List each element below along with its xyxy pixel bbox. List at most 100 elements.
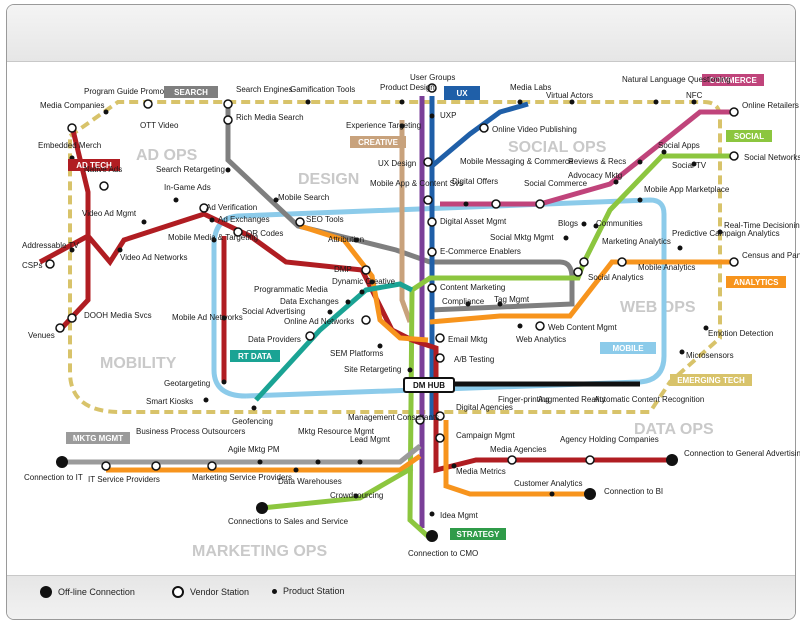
station-ad-exchanges[interactable] [209, 217, 215, 223]
station-sem-platforms[interactable] [377, 343, 383, 349]
station-uxp[interactable] [429, 113, 435, 119]
dm-hub[interactable] [403, 377, 455, 393]
station-seo-tools[interactable] [295, 217, 305, 227]
station-census-panel-data[interactable] [729, 257, 739, 267]
station-mktg-resource-mgmt[interactable] [315, 459, 321, 465]
station-online-retailers[interactable] [729, 107, 739, 117]
station-social-networks[interactable] [729, 151, 739, 161]
station-dooh-media-svcs[interactable] [67, 313, 77, 323]
station-dynamic-creative[interactable] [369, 279, 375, 285]
station-in-game-ads[interactable] [173, 197, 179, 203]
station-csps[interactable] [45, 259, 55, 269]
station-compliance[interactable] [465, 301, 471, 307]
station-social-tv[interactable] [691, 161, 697, 167]
station-search-retargeting[interactable] [225, 167, 231, 173]
station-social-commerce[interactable] [535, 199, 545, 209]
station-microsensors[interactable] [679, 349, 685, 355]
station-digital-agencies[interactable] [435, 411, 445, 421]
station-blogs[interactable] [581, 221, 587, 227]
station-dmp[interactable] [361, 265, 371, 275]
station-email-mktg[interactable] [435, 333, 445, 343]
station-data-providers[interactable] [305, 331, 315, 341]
offline-connection-general-advertising[interactable] [666, 454, 678, 466]
station-geofencing[interactable] [251, 405, 257, 411]
station-real-time-decisioning[interactable] [717, 229, 723, 235]
station-social-apps[interactable] [661, 149, 667, 155]
station-product-design[interactable] [399, 99, 405, 105]
station-geotargeting[interactable] [221, 379, 227, 385]
station-addressable-tv[interactable] [69, 247, 75, 253]
offline-connection-sales-service[interactable] [256, 502, 268, 514]
station-rich-media-search[interactable] [223, 115, 233, 125]
station-online-video-publishing[interactable] [479, 123, 489, 133]
station-digital-offers[interactable] [463, 201, 469, 207]
station-program-guide-promo[interactable] [103, 109, 109, 115]
station-ux-design[interactable] [423, 157, 433, 167]
station-reviews-recs[interactable] [637, 159, 643, 165]
station-qr-codes[interactable] [233, 227, 243, 237]
station-agile-mktg-pm[interactable] [257, 459, 263, 465]
station-experience-targeting[interactable] [399, 123, 405, 129]
station-venues[interactable] [55, 323, 65, 333]
station-social-mktg-mgmt[interactable] [563, 235, 569, 241]
station-media-metrics[interactable] [451, 463, 457, 469]
station-agency-holding-companies[interactable] [585, 455, 595, 465]
station-tag-mgmt[interactable] [497, 301, 503, 307]
station-smart-kiosks[interactable] [203, 397, 209, 403]
station-mobile-app-marketplace[interactable] [637, 197, 643, 203]
station-ott-video[interactable] [143, 99, 153, 109]
station-automatic-content-recognition[interactable] [623, 381, 629, 387]
station-fingerprinting[interactable] [509, 381, 515, 387]
station-data-warehouses[interactable] [293, 467, 299, 473]
station-ad-verification[interactable] [199, 203, 209, 213]
station-social-advertising[interactable] [327, 309, 333, 315]
station-augmented-reality[interactable] [553, 381, 559, 387]
station-marketing-analytics[interactable] [579, 257, 589, 267]
station-social-analytics[interactable] [573, 267, 583, 277]
station-mobile-app-content-svs[interactable] [423, 195, 433, 205]
station-nfc[interactable] [691, 99, 697, 105]
station-management-consultants[interactable] [415, 415, 425, 425]
station-digital-asset-mgmt[interactable] [427, 217, 437, 227]
station-web-content-mgmt[interactable] [535, 321, 545, 331]
station-mobile-ad-networks[interactable] [221, 315, 227, 321]
station-mobile-messaging-commerce[interactable] [491, 199, 501, 209]
station-video-ad-mgmt[interactable] [141, 219, 147, 225]
station-content-marketing[interactable] [427, 283, 437, 293]
station-media-companies[interactable] [67, 123, 77, 133]
station-emotion-detection[interactable] [703, 325, 709, 331]
station-search-engines[interactable] [223, 99, 233, 109]
station-mobile-search[interactable] [273, 197, 279, 203]
station-marketing-service-providers[interactable] [207, 461, 217, 471]
station-ab-testing[interactable] [435, 353, 445, 363]
offline-connection-bi[interactable] [584, 488, 596, 500]
station-web-analytics[interactable] [517, 323, 523, 329]
offline-connection-cmo[interactable] [426, 530, 438, 542]
station-media-labs[interactable] [517, 99, 523, 105]
station-attribution[interactable] [353, 237, 359, 243]
station-campaign-mgmt[interactable] [435, 433, 445, 443]
station-e-commerce-enablers[interactable] [427, 247, 437, 257]
station-site-retargeting[interactable] [407, 367, 413, 373]
station-natural-language-questioning[interactable] [653, 99, 659, 105]
station-it-service-providers[interactable] [101, 461, 111, 471]
station-communities[interactable] [593, 223, 599, 229]
station-gamification-tools[interactable] [305, 99, 311, 105]
station-online-ad-networks[interactable] [361, 315, 371, 325]
station-lead-mgmt[interactable] [357, 459, 363, 465]
station-data-exchanges[interactable] [345, 299, 351, 305]
station-native-ads[interactable] [99, 181, 109, 191]
station-crowdsourcing[interactable] [353, 493, 359, 499]
station-idea-mgmt[interactable] [429, 511, 435, 517]
station-customer-analytics[interactable] [549, 491, 555, 497]
station-video-ad-networks[interactable] [117, 247, 123, 253]
station-programmatic-media[interactable] [359, 289, 365, 295]
station-advocacy-mktg[interactable] [613, 179, 619, 185]
station-mobile-media-targeting[interactable] [211, 237, 217, 243]
station-predictive-campaign-analytics[interactable] [677, 245, 683, 251]
station-user-groups[interactable] [427, 83, 437, 93]
station-mobile-analytics[interactable] [617, 257, 627, 267]
station-media-agencies[interactable] [507, 455, 517, 465]
station-virtual-actors[interactable] [569, 99, 575, 105]
station-business-process-outsourcers[interactable] [151, 461, 161, 471]
